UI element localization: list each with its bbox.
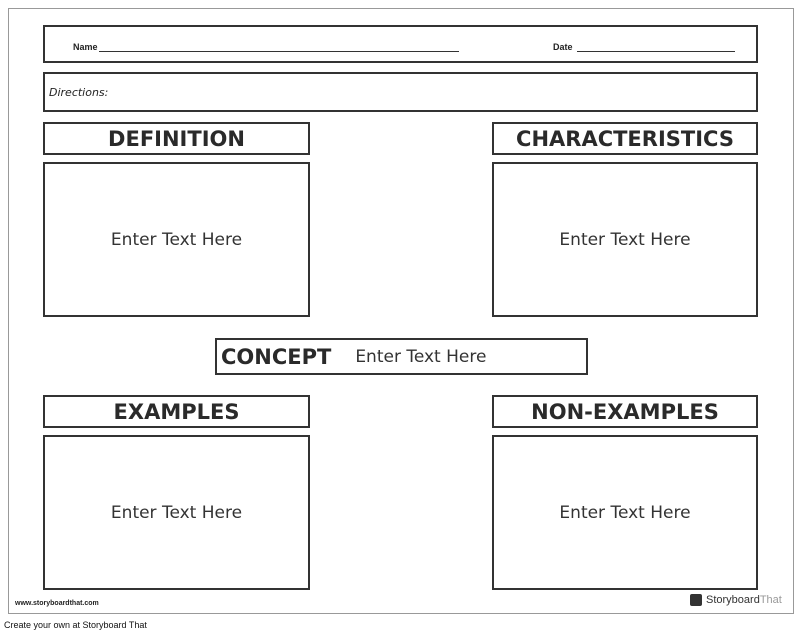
- name-label: Name: [73, 42, 98, 52]
- examples-header: EXAMPLES: [43, 395, 310, 428]
- name-field[interactable]: [99, 51, 459, 52]
- date-field[interactable]: [577, 51, 735, 52]
- non-examples-header: NON-EXAMPLES: [492, 395, 758, 428]
- logo-text-b: That: [759, 594, 782, 606]
- create-your-own-link[interactable]: Create your own at Storyboard That: [4, 620, 147, 630]
- non-examples-box[interactable]: Enter Text Here: [492, 435, 758, 590]
- definition-header: DEFINITION: [43, 122, 310, 155]
- characteristics-header: CHARACTERISTICS: [492, 122, 758, 155]
- examples-box[interactable]: Enter Text Here: [43, 435, 310, 590]
- concept-label: CONCEPT: [221, 344, 332, 369]
- logo-text-a: Storyboard: [706, 594, 760, 606]
- directions-label: Directions:: [49, 86, 109, 99]
- concept-box[interactable]: CONCEPT Enter Text Here: [215, 338, 588, 375]
- definition-box[interactable]: Enter Text Here: [43, 162, 310, 317]
- characteristics-box[interactable]: Enter Text Here: [492, 162, 758, 317]
- footer-url: www.storyboardthat.com: [15, 600, 99, 607]
- logo-icon: [690, 594, 702, 606]
- date-label: Date: [553, 42, 573, 52]
- concept-text: Enter Text Here: [355, 346, 487, 367]
- directions-box[interactable]: Directions:: [43, 72, 758, 112]
- name-date-box: Name Date: [43, 25, 758, 63]
